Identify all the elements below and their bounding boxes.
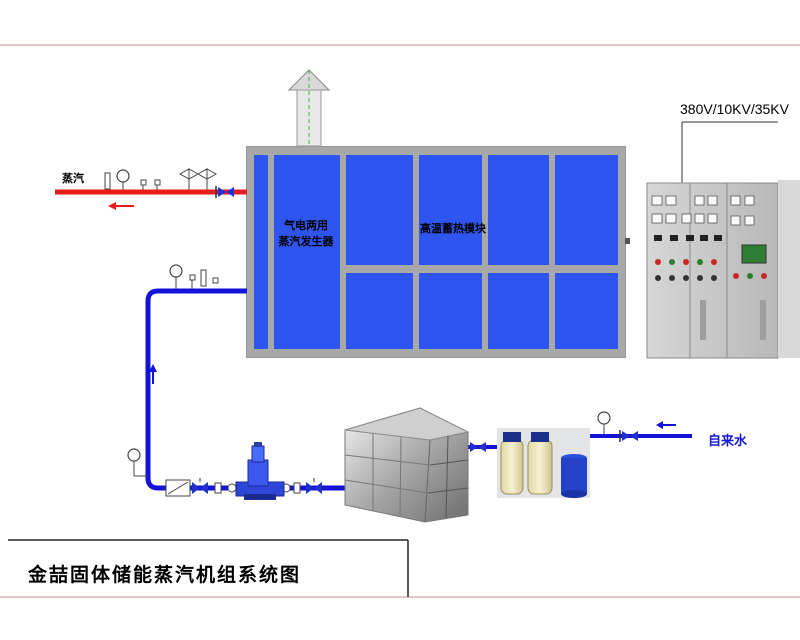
page-frame <box>0 44 800 598</box>
diagram-title: 金喆固体储能蒸汽机组系统图 <box>28 564 302 586</box>
steam-pipe <box>55 168 247 210</box>
storage-module-label: 高温蓄热模块 <box>420 222 486 235</box>
generator-label-line1: 气电两用 <box>284 219 328 232</box>
storage-unit <box>246 146 630 358</box>
water-softener <box>497 428 590 498</box>
steam-outlet-label: 蒸汽 <box>62 172 84 185</box>
generator-label: 气电两用 蒸汽发生器 <box>268 218 344 250</box>
tap-water-label: 自来水 <box>708 434 748 449</box>
water-pump <box>235 442 285 500</box>
water-tank <box>344 407 470 523</box>
generator-label-line2: 蒸汽发生器 <box>278 235 334 248</box>
title-box <box>8 539 409 597</box>
water-pipe <box>127 264 692 497</box>
chimney <box>287 69 331 147</box>
control-cabinet <box>646 121 800 359</box>
voltage-label: 380V/10KV/35KV <box>680 101 789 117</box>
